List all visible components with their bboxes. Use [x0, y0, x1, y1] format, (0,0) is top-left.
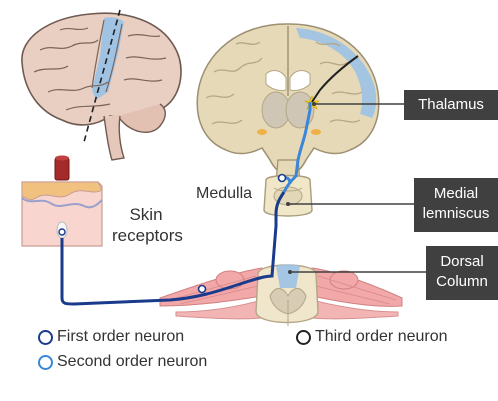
dorsal-column-callout: Dorsal Column	[426, 246, 498, 300]
skin-receptors-label: Skin receptors	[112, 204, 180, 246]
medulla	[264, 176, 312, 217]
thalamus-callout: Thalamus	[404, 90, 498, 120]
legend-third-order-label: Third order neuron	[315, 328, 448, 346]
first-order-ring-icon	[38, 330, 53, 345]
legend-second-order: Second order neuron	[38, 353, 207, 371]
medial-lemniscus-callout: Medial lemniscus	[414, 178, 498, 232]
coronal-brain-section	[197, 24, 379, 182]
lateral-brain	[22, 10, 181, 160]
legend-first-order-label: First order neuron	[57, 328, 184, 346]
legend-first-order: First order neuron	[38, 328, 184, 346]
legend-third-order: Third order neuron	[296, 328, 448, 346]
medulla-label: Medulla	[196, 185, 252, 203]
legend-second-order-label: Second order neuron	[57, 353, 207, 371]
third-order-ring-icon	[296, 330, 311, 345]
second-order-ring-icon	[38, 355, 53, 370]
